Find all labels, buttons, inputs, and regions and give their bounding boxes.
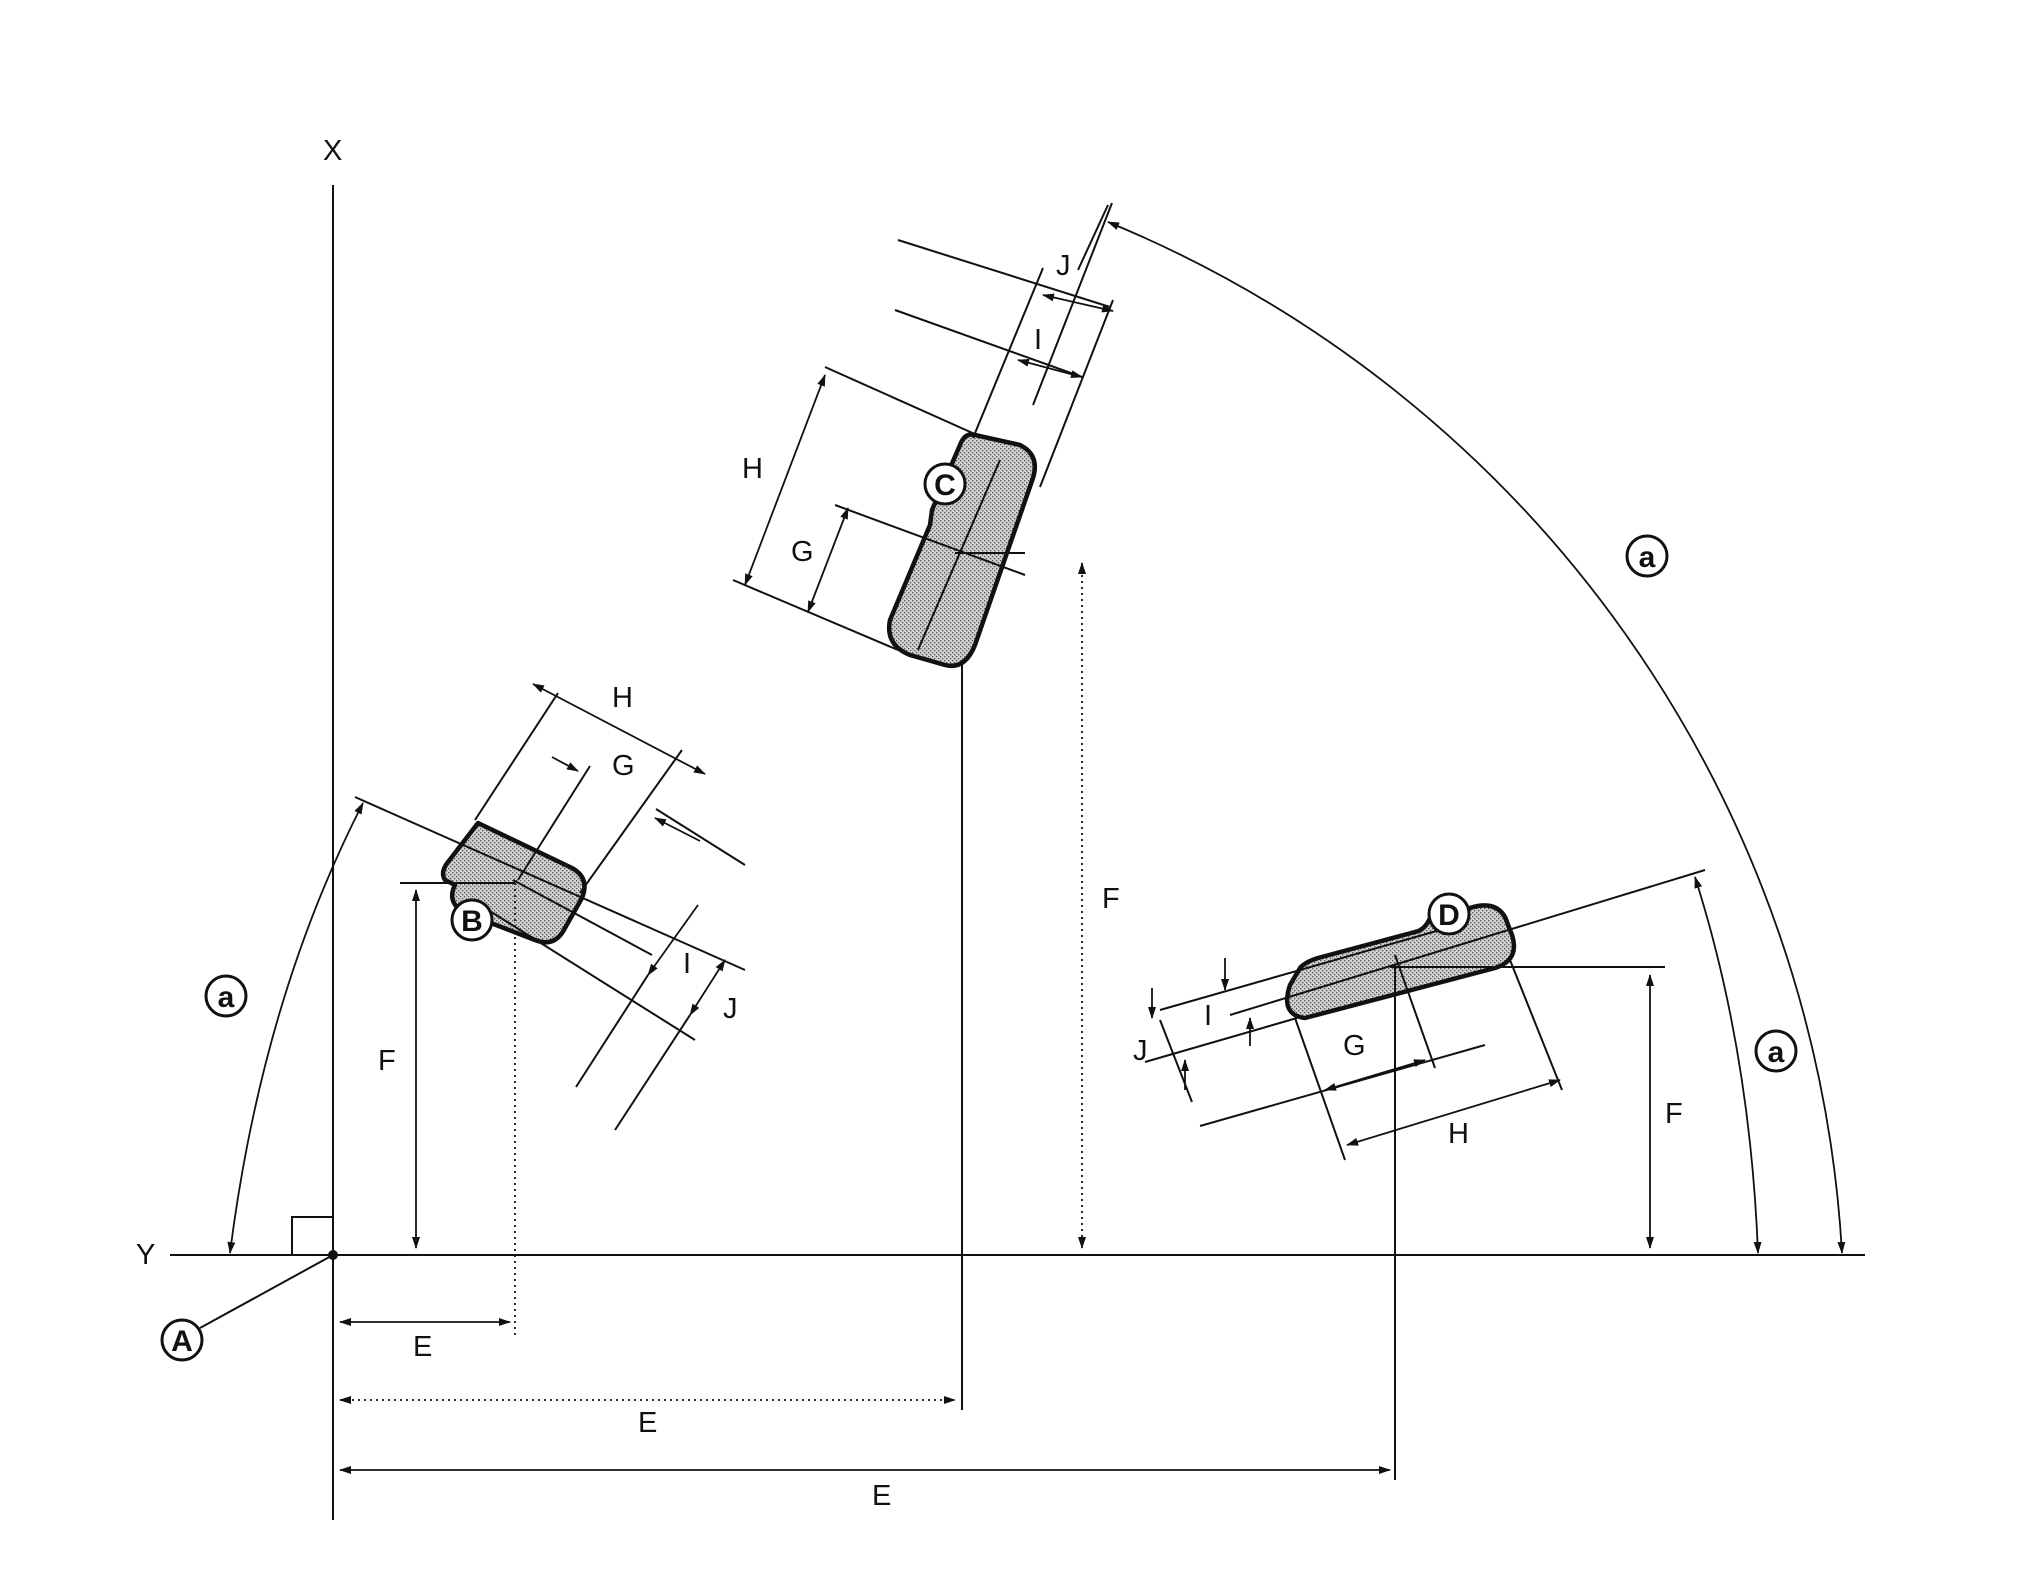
pad-c-dim-h: [744, 374, 826, 586]
pad-b-dim-i: [647, 904, 699, 976]
pad-b-line-bottom: [484, 907, 696, 1041]
pad-c-line-h-bottom: [732, 579, 899, 651]
pad-d-line-center: [1229, 869, 1706, 1016]
pad-b-g-label: G: [612, 750, 635, 782]
pad-c-e-label: E: [638, 1407, 657, 1439]
pad-d-h-label: H: [1448, 1118, 1469, 1150]
pad-b-e-label: E: [413, 1331, 432, 1363]
pad-c-f-label: F: [1102, 883, 1120, 915]
pad-d: D I J G H F E: [339, 869, 1706, 1512]
y-axis-label: Y: [136, 1239, 155, 1271]
angle-marker-d: [1754, 1029, 1798, 1073]
pad-d-line-g-right: [1394, 954, 1436, 1069]
angle-label-d: a: [1768, 1036, 1785, 1069]
pad-d-shape: [1284, 903, 1517, 1021]
origin-leader: [199, 1254, 334, 1329]
angle-label-b: a: [218, 981, 235, 1014]
pad-c-line-right: [1039, 299, 1114, 488]
pad-d-line-j-bottom: [1144, 1017, 1298, 1063]
right-angle-marker: [291, 1216, 333, 1255]
pad-c-line-i-top: [894, 309, 1083, 378]
pad-b-i-ext: [575, 974, 649, 1088]
axes: X Y: [136, 135, 1865, 1520]
pad-b-j-ext: [614, 1014, 691, 1131]
origin-a: A: [160, 1250, 338, 1362]
angle-arc-large-path: [1107, 221, 1846, 1254]
pad-b-marker: [450, 898, 494, 942]
pad-c-h-label: H: [742, 453, 763, 485]
x-axis-label: X: [323, 135, 342, 167]
pad-b-center-line-2: [512, 879, 653, 956]
pad-c: C J I H G F E: [339, 202, 1120, 1439]
pad-d-line-h-right: [1509, 959, 1563, 1091]
pad-c-dim-j: [1042, 293, 1114, 313]
pad-d-g-label: G: [1343, 1030, 1366, 1062]
pad-b-h-label: H: [612, 682, 633, 714]
pad-d-dim-h: [1346, 1079, 1561, 1146]
pad-d-dim-g: [1324, 1059, 1426, 1091]
pad-b-g-ext: [655, 808, 746, 866]
pad-b-f-label: F: [378, 1045, 396, 1077]
pad-c-label: C: [934, 469, 956, 502]
pad-b-dim-g-left: [551, 756, 579, 772]
angle-arc-d-path: [1694, 876, 1762, 1254]
pad-d-line-i-top: [1159, 929, 1441, 1011]
pad-b-i-label: I: [683, 948, 691, 980]
angle-arc-d: a: [1694, 876, 1798, 1254]
pad-d-j-label: J: [1133, 1035, 1148, 1067]
pad-c-line-h-top: [824, 366, 978, 436]
pad-b-label: B: [461, 905, 483, 938]
angle-arc-large-tick: [1077, 204, 1109, 271]
pad-b-dim-j: [689, 959, 726, 1016]
angle-marker-large: [1625, 534, 1669, 578]
pad-c-marker: [923, 462, 967, 506]
pad-c-g-label: G: [791, 536, 814, 568]
pad-b-j-label: J: [723, 993, 738, 1025]
pad-b-line-left: [474, 692, 559, 821]
pad-b: B H G I J F E: [339, 682, 746, 1363]
pad-d-e-label: E: [872, 1480, 891, 1512]
pad-b-dim-h: [532, 683, 706, 775]
pad-c-line-left: [972, 267, 1044, 439]
pad-c-dim-g: [807, 507, 849, 613]
angle-arc-b-path: [227, 802, 364, 1254]
pad-c-center-line: [917, 459, 1001, 651]
pad-c-line-j-top: [897, 239, 1111, 308]
pad-c-i-label: I: [1034, 324, 1042, 356]
pad-d-f-label: F: [1665, 1098, 1683, 1130]
pad-b-line-top: [354, 796, 746, 971]
angle-arc-large: a: [1077, 204, 1846, 1254]
pad-c-line-g-top: [834, 504, 1026, 576]
pad-d-i-label: I: [1204, 1000, 1212, 1032]
origin-label: A: [171, 1325, 193, 1358]
pad-c-j-label: J: [1056, 250, 1071, 282]
origin-marker: [160, 1318, 204, 1362]
pad-b-dim-g-right: [654, 817, 701, 842]
angle-label-large: a: [1639, 541, 1656, 574]
pad-b-center-line: [517, 765, 591, 881]
angle-marker-b: [204, 974, 248, 1018]
pad-d-label: D: [1438, 899, 1460, 932]
pad-d-marker: [1427, 892, 1471, 936]
angle-arc-b: a: [204, 802, 364, 1254]
pad-d-line-h-left: [1294, 1017, 1346, 1161]
pad-d-j-ext: [1159, 1019, 1193, 1103]
pad-c-dim-i: [1017, 358, 1083, 379]
